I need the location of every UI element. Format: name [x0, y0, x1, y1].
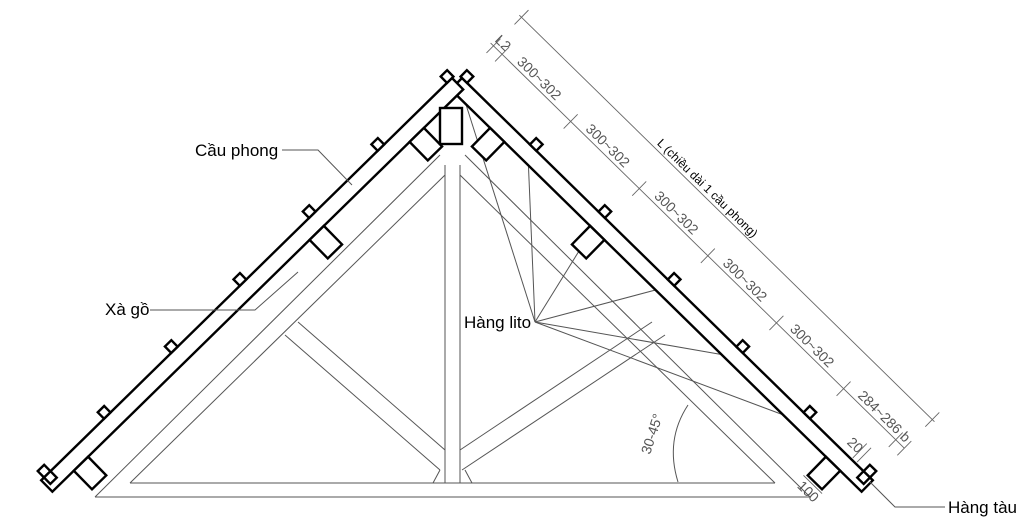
dim-spacing-3: 300~302 — [651, 188, 702, 238]
label-eave-batten: Hàng tàu — [948, 498, 1017, 517]
batten-square — [458, 68, 475, 85]
label-purlin: Xà gồ — [105, 300, 149, 319]
angle-label: 30-45° — [638, 412, 666, 456]
ridge-purlin — [438, 106, 464, 146]
purlin — [72, 455, 108, 492]
batten-square — [801, 404, 818, 421]
dim-total-length: L (chiều dài 1 cầu phong) — [654, 136, 760, 240]
dim-batten-size: 20 — [844, 434, 866, 456]
batten-square — [528, 136, 545, 153]
batten-square — [596, 203, 613, 220]
dim-spacing-1: 300~302 — [514, 53, 565, 103]
angle-arc — [672, 404, 689, 483]
purlin — [570, 224, 607, 261]
batten-square — [163, 338, 180, 355]
batten-square — [96, 404, 113, 421]
purlin — [470, 126, 507, 163]
dim-spacing-2: 300~302 — [583, 120, 634, 170]
label-batten: Hàng lito — [464, 313, 531, 332]
batten-square — [301, 203, 318, 220]
dim-spacing-4: 300~302 — [720, 255, 771, 305]
purlin — [407, 126, 444, 163]
label-leaders — [150, 149, 945, 508]
batten-leaders — [461, 91, 798, 421]
label-rafter: Cầu phong — [195, 141, 278, 160]
batten-square — [369, 136, 386, 153]
batten-square — [734, 338, 751, 355]
dim-last-spacing: 284~286 — [855, 387, 906, 437]
batten-squares — [458, 68, 878, 486]
batten-square — [439, 68, 456, 85]
purlin — [806, 455, 842, 492]
batten-square — [231, 271, 248, 288]
purlin — [307, 224, 344, 261]
dim-l2: L2 — [492, 32, 514, 54]
dim-spacing-5: 300~302 — [787, 321, 838, 371]
left-rafter — [36, 68, 465, 494]
dimension-lines — [486, 9, 940, 494]
batten-square — [666, 271, 683, 288]
